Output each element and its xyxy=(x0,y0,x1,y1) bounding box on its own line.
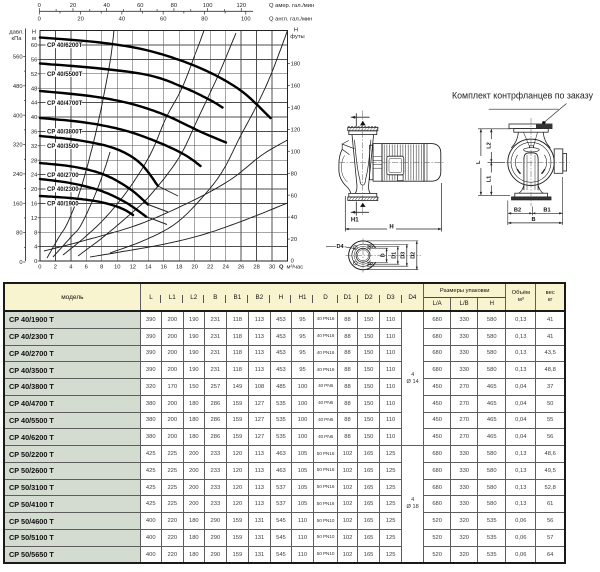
svg-text:40: 40 xyxy=(291,215,297,221)
svg-text:м³/час: м³/час xyxy=(287,264,304,270)
svg-text:8: 8 xyxy=(34,230,37,236)
svg-text:B: B xyxy=(531,217,535,223)
svg-text:180: 180 xyxy=(291,62,301,68)
svg-text:12: 12 xyxy=(130,264,136,270)
svg-text:Q амер. гал./мин: Q амер. гал./мин xyxy=(269,3,314,9)
svg-text:120: 120 xyxy=(236,3,246,9)
svg-text:32: 32 xyxy=(31,144,37,150)
svg-text:24: 24 xyxy=(31,173,38,179)
svg-text:H1: H1 xyxy=(351,217,359,223)
svg-text:D3: D3 xyxy=(401,252,407,259)
svg-text:L: L xyxy=(476,160,482,164)
svg-text:60: 60 xyxy=(137,3,143,9)
svg-text:100: 100 xyxy=(203,3,213,9)
svg-text:160: 160 xyxy=(291,84,301,90)
svg-text:0: 0 xyxy=(34,259,37,265)
svg-text:0: 0 xyxy=(38,3,41,9)
svg-text:40: 40 xyxy=(103,3,109,9)
svg-text:20: 20 xyxy=(70,3,76,9)
svg-text:CP 40/6200T: CP 40/6200T xyxy=(47,43,83,49)
svg-text:2: 2 xyxy=(54,264,57,270)
svg-text:80: 80 xyxy=(171,3,177,9)
svg-text:30: 30 xyxy=(269,264,275,270)
svg-text:36: 36 xyxy=(31,130,37,136)
svg-text:28: 28 xyxy=(31,158,37,164)
svg-text:CP 40/5500T: CP 40/5500T xyxy=(47,72,83,78)
svg-text:80: 80 xyxy=(291,171,297,177)
svg-text:28: 28 xyxy=(253,264,259,270)
svg-text:Q англ. гал./мин: Q англ. гал./мин xyxy=(269,17,312,23)
svg-text:320: 320 xyxy=(13,143,23,149)
svg-text:H: H xyxy=(294,28,298,34)
svg-text:60: 60 xyxy=(31,43,37,49)
svg-text:20: 20 xyxy=(291,237,297,243)
svg-text:80: 80 xyxy=(16,231,22,237)
svg-text:20: 20 xyxy=(191,264,197,270)
svg-text:H: H xyxy=(32,30,36,36)
svg-text:D4: D4 xyxy=(337,244,345,250)
svg-text:H: H xyxy=(389,225,393,231)
svg-text:12: 12 xyxy=(31,216,37,222)
svg-text:футы: футы xyxy=(290,34,304,40)
svg-text:16: 16 xyxy=(31,202,37,208)
svg-text:CP 40/3500: CP 40/3500 xyxy=(47,144,79,150)
svg-text:давл.: давл. xyxy=(9,30,24,36)
svg-text:CP 40/3800T: CP 40/3800T xyxy=(47,130,83,136)
svg-text:кПа: кПа xyxy=(12,36,23,42)
svg-text:48: 48 xyxy=(31,86,37,92)
svg-text:B1: B1 xyxy=(543,207,550,213)
svg-text:CP 40/2700: CP 40/2700 xyxy=(47,173,79,179)
svg-text:100: 100 xyxy=(291,149,301,155)
svg-text:120: 120 xyxy=(291,128,301,134)
svg-text:4: 4 xyxy=(69,264,73,270)
svg-text:160: 160 xyxy=(13,201,23,207)
svg-text:L2: L2 xyxy=(487,142,493,149)
svg-text:40: 40 xyxy=(31,115,37,121)
svg-text:18: 18 xyxy=(176,264,182,270)
svg-text:D: D xyxy=(380,253,386,257)
svg-text:400: 400 xyxy=(13,113,23,119)
svg-text:20: 20 xyxy=(77,17,83,23)
svg-text:D1: D1 xyxy=(392,252,398,259)
svg-text:D2: D2 xyxy=(411,252,417,259)
svg-text:Q: Q xyxy=(279,264,284,270)
svg-text:0: 0 xyxy=(38,264,41,270)
svg-text:14: 14 xyxy=(145,264,152,270)
svg-text:4: 4 xyxy=(34,245,38,251)
svg-text:24: 24 xyxy=(222,264,229,270)
svg-text:44: 44 xyxy=(31,101,38,107)
svg-text:м: м xyxy=(32,36,36,42)
svg-text:8: 8 xyxy=(100,264,103,270)
svg-text:10: 10 xyxy=(114,264,120,270)
svg-text:60: 60 xyxy=(291,193,297,199)
svg-text:560: 560 xyxy=(13,55,23,61)
svg-text:CP 40/1900: CP 40/1900 xyxy=(47,202,79,208)
svg-text:16: 16 xyxy=(160,264,166,270)
svg-text:CP 40/4700T: CP 40/4700T xyxy=(47,101,83,107)
svg-text:L1: L1 xyxy=(487,176,493,183)
svg-text:100: 100 xyxy=(241,17,251,23)
svg-text:0: 0 xyxy=(291,259,294,265)
svg-text:80: 80 xyxy=(201,17,207,23)
svg-text:40: 40 xyxy=(119,17,125,23)
svg-text:Комплект контрфланцев по заказ: Комплект контрфланцев по заказу xyxy=(452,91,594,101)
svg-text:26: 26 xyxy=(238,264,244,270)
svg-text:240: 240 xyxy=(13,172,23,178)
svg-text:60: 60 xyxy=(160,17,166,23)
svg-text:0: 0 xyxy=(19,260,22,266)
svg-text:CP 40/2300: CP 40/2300 xyxy=(47,187,79,193)
svg-text:6: 6 xyxy=(85,264,88,270)
svg-text:20: 20 xyxy=(31,187,37,193)
svg-text:B2: B2 xyxy=(514,207,521,213)
svg-text:0: 0 xyxy=(38,17,41,23)
svg-text:140: 140 xyxy=(291,106,301,112)
svg-text:480: 480 xyxy=(13,84,23,90)
svg-text:22: 22 xyxy=(207,264,213,270)
svg-text:52: 52 xyxy=(31,72,37,78)
svg-text:56: 56 xyxy=(31,58,37,64)
